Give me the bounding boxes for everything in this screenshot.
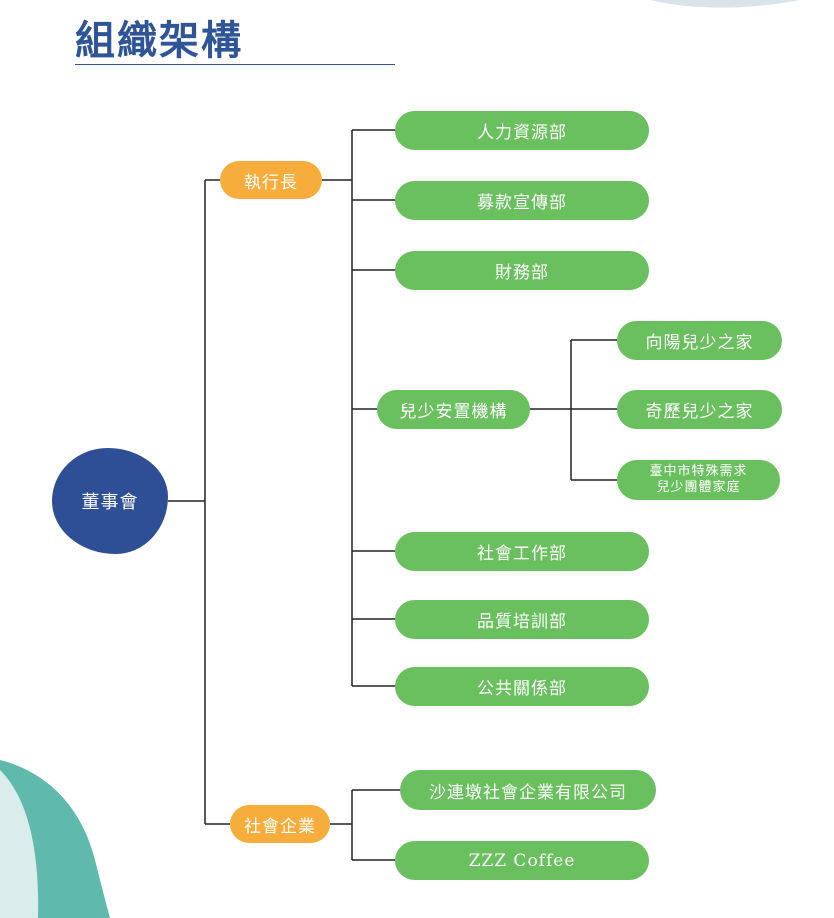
corner-wave-shape	[650, 0, 800, 8]
node-dept-quality-label: 品質培訓部	[477, 612, 567, 632]
node-social-enterprise-label: 社會企業	[244, 816, 316, 837]
node-ceo-label: 執行長	[244, 172, 298, 193]
page-title: 組織架構	[75, 17, 243, 64]
node-dept-placement-label: 兒少安置機構	[399, 402, 508, 422]
node-dept-hr: 人力資源部	[395, 111, 649, 150]
node-zzz-coffee-label: ZZZ Coffee	[468, 850, 576, 871]
node-dept-placement: 兒少安置機構	[377, 390, 530, 429]
light-wave-shape	[0, 770, 39, 918]
node-home-special-needs-line1: 臺中市特殊需求	[649, 464, 748, 479]
node-home-xiangyang: 向陽兒少之家	[617, 321, 782, 360]
node-dept-finance-label: 財務部	[495, 263, 549, 283]
node-home-qili-label: 奇歷兒少之家	[645, 402, 754, 422]
node-dept-fundraising: 募款宣傳部	[395, 181, 649, 220]
node-dept-pr: 公共關係部	[395, 667, 649, 706]
node-dept-social-work-label: 社會工作部	[477, 544, 567, 564]
title-underline	[75, 64, 395, 65]
node-social-enterprise: 社會企業	[230, 805, 330, 843]
node-dept-pr-label: 公共關係部	[477, 679, 567, 699]
node-dept-fundraising-label: 募款宣傳部	[477, 193, 567, 213]
node-home-special-needs: 臺中市特殊需求 兒少團體家庭	[617, 460, 780, 500]
node-home-special-needs-line2: 兒少團體家庭	[656, 480, 741, 495]
node-dept-quality: 品質培訓部	[395, 600, 649, 639]
node-home-xiangyang-label: 向陽兒少之家	[645, 333, 754, 353]
node-board-label: 董事會	[81, 492, 139, 513]
node-social-company-label: 沙連墩社會企業有限公司	[429, 782, 627, 803]
node-dept-social-work: 社會工作部	[395, 532, 649, 571]
node-board: 董事會	[52, 448, 168, 554]
node-dept-finance: 財務部	[395, 251, 649, 290]
node-home-qili: 奇歷兒少之家	[617, 390, 782, 429]
node-zzz-coffee: ZZZ Coffee	[395, 841, 649, 880]
node-social-company: 沙連墩社會企業有限公司	[400, 770, 656, 810]
node-ceo: 執行長	[220, 161, 322, 199]
node-dept-hr-label: 人力資源部	[477, 123, 567, 143]
